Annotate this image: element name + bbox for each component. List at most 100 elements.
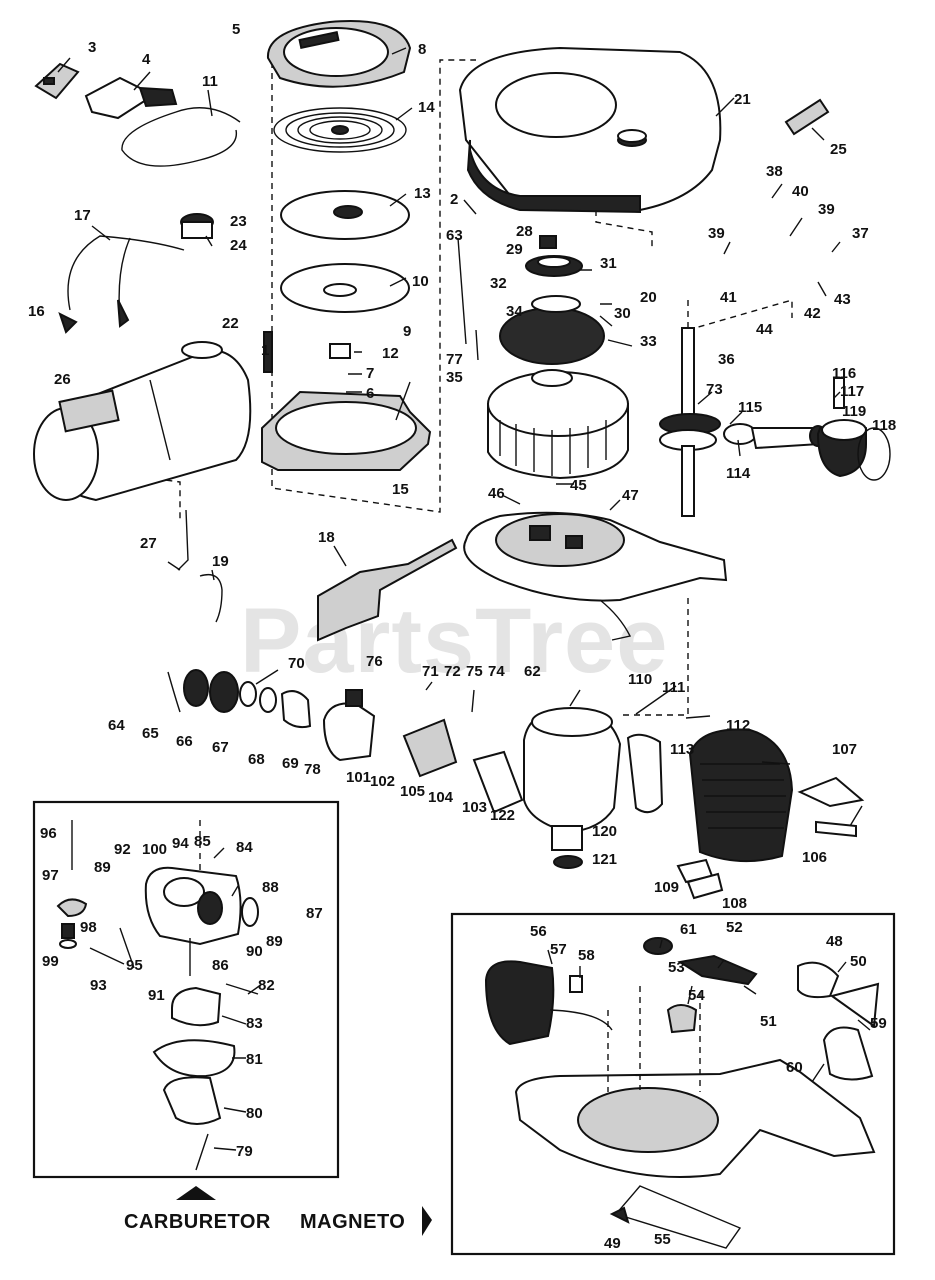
- callout: 69: [282, 755, 299, 772]
- callout: 96: [40, 825, 57, 842]
- callout: 106: [802, 849, 827, 866]
- callout: 15: [392, 481, 409, 498]
- callout: 11: [202, 73, 218, 90]
- callout: 114: [726, 465, 751, 482]
- callout: 30: [614, 305, 631, 322]
- callout: 19: [212, 553, 229, 570]
- bracket-part: [317, 538, 458, 642]
- callout: 16: [28, 303, 45, 320]
- magneto-caption-text: MAGNETO: [300, 1211, 405, 1233]
- callout: 85: [194, 833, 211, 850]
- callout: 65: [142, 725, 159, 742]
- carburetor-inset-parts: [56, 820, 259, 1171]
- callout: 83: [246, 1015, 263, 1032]
- callout: 25: [830, 141, 847, 158]
- callout: 72: [444, 663, 461, 680]
- callout: 1: [261, 342, 269, 359]
- callout: 68: [248, 751, 265, 768]
- fuel-cap-part: [180, 213, 214, 239]
- callout: 4: [142, 51, 151, 68]
- callout: 111: [662, 679, 685, 696]
- callout: 57: [550, 941, 567, 958]
- callout: 91: [148, 987, 165, 1004]
- magneto-caption: MAGNETO: [300, 1206, 432, 1236]
- callout: 121: [592, 851, 617, 868]
- callout: 60: [786, 1059, 803, 1076]
- carburetor-caption-text: CARBURETOR: [124, 1211, 271, 1233]
- head-gasket-part: [626, 733, 664, 814]
- starter-spring-part: [273, 107, 407, 153]
- ignition-key-part: [84, 76, 178, 120]
- callout: 88: [262, 879, 279, 896]
- callout: 112: [726, 717, 750, 734]
- callout: 78: [304, 761, 321, 778]
- callout: 20: [640, 289, 657, 306]
- callout: 34: [506, 303, 523, 320]
- callout: 101: [346, 769, 371, 786]
- callout: 89: [94, 859, 111, 876]
- callout: 46: [488, 485, 505, 502]
- callout: 87: [306, 905, 323, 922]
- callout: 50: [850, 953, 867, 970]
- callout: 76: [366, 653, 383, 670]
- callout: 51: [760, 1013, 777, 1030]
- callout: 117: [840, 383, 864, 400]
- callout: 115: [738, 399, 762, 416]
- callout: 10: [412, 273, 429, 290]
- blower-housing-part: [458, 46, 722, 214]
- callout: 120: [592, 823, 617, 840]
- callout: 86: [212, 957, 229, 974]
- callout: 108: [722, 895, 747, 912]
- callout: 58: [578, 947, 595, 964]
- carburetor-inset-box: [32, 800, 340, 1179]
- washer-part: [531, 295, 581, 313]
- callout: 90: [246, 943, 263, 960]
- callout: 62: [524, 663, 541, 680]
- starter-cable-part: [121, 107, 241, 167]
- callout: 52: [726, 919, 743, 936]
- connecting-rod-part: [723, 423, 827, 450]
- callout: 94: [172, 835, 189, 852]
- starter-pulley-part: [280, 190, 410, 240]
- callout: 49: [604, 1235, 621, 1252]
- callout: 93: [90, 977, 107, 994]
- callout: 122: [490, 807, 515, 824]
- callout: 37: [852, 225, 869, 242]
- ignition-switch-part: [34, 62, 80, 100]
- callout: 21: [734, 91, 751, 108]
- callout: 105: [400, 783, 425, 800]
- callout: 63: [446, 227, 463, 244]
- callout: 107: [832, 741, 857, 758]
- callout: 54: [688, 987, 705, 1004]
- callout: 12: [382, 345, 399, 362]
- crankshaft-part: [659, 327, 721, 517]
- callout: 7: [366, 365, 374, 382]
- callout: 70: [288, 655, 305, 672]
- watermark-text: PartsTree: [240, 590, 668, 692]
- reed-valve-part: [402, 718, 458, 778]
- carburetor-body-part: [322, 689, 376, 762]
- callout: 119: [842, 403, 866, 420]
- callout: 33: [640, 333, 657, 350]
- callout: 26: [54, 371, 71, 388]
- callout: 40: [792, 183, 809, 200]
- callout: 79: [236, 1143, 253, 1160]
- fuel-tank-part: [33, 341, 252, 502]
- callout: 23: [230, 213, 247, 230]
- callout: 92: [114, 841, 131, 858]
- callout: 42: [804, 305, 821, 322]
- spark-plug-bracket-part: [797, 776, 865, 838]
- callout: 100: [142, 841, 167, 858]
- callout: 6: [366, 385, 374, 402]
- callout: 77: [446, 351, 463, 368]
- callout: 18: [318, 529, 335, 546]
- callout: 45: [570, 477, 587, 494]
- seal-part-2: [686, 872, 724, 900]
- callout: 3: [88, 39, 96, 56]
- magneto-base-part: [463, 511, 728, 641]
- callout: 104: [428, 789, 454, 806]
- callout: 53: [668, 959, 685, 976]
- intake-gasket-part: [472, 750, 524, 814]
- callout: 39: [818, 201, 835, 218]
